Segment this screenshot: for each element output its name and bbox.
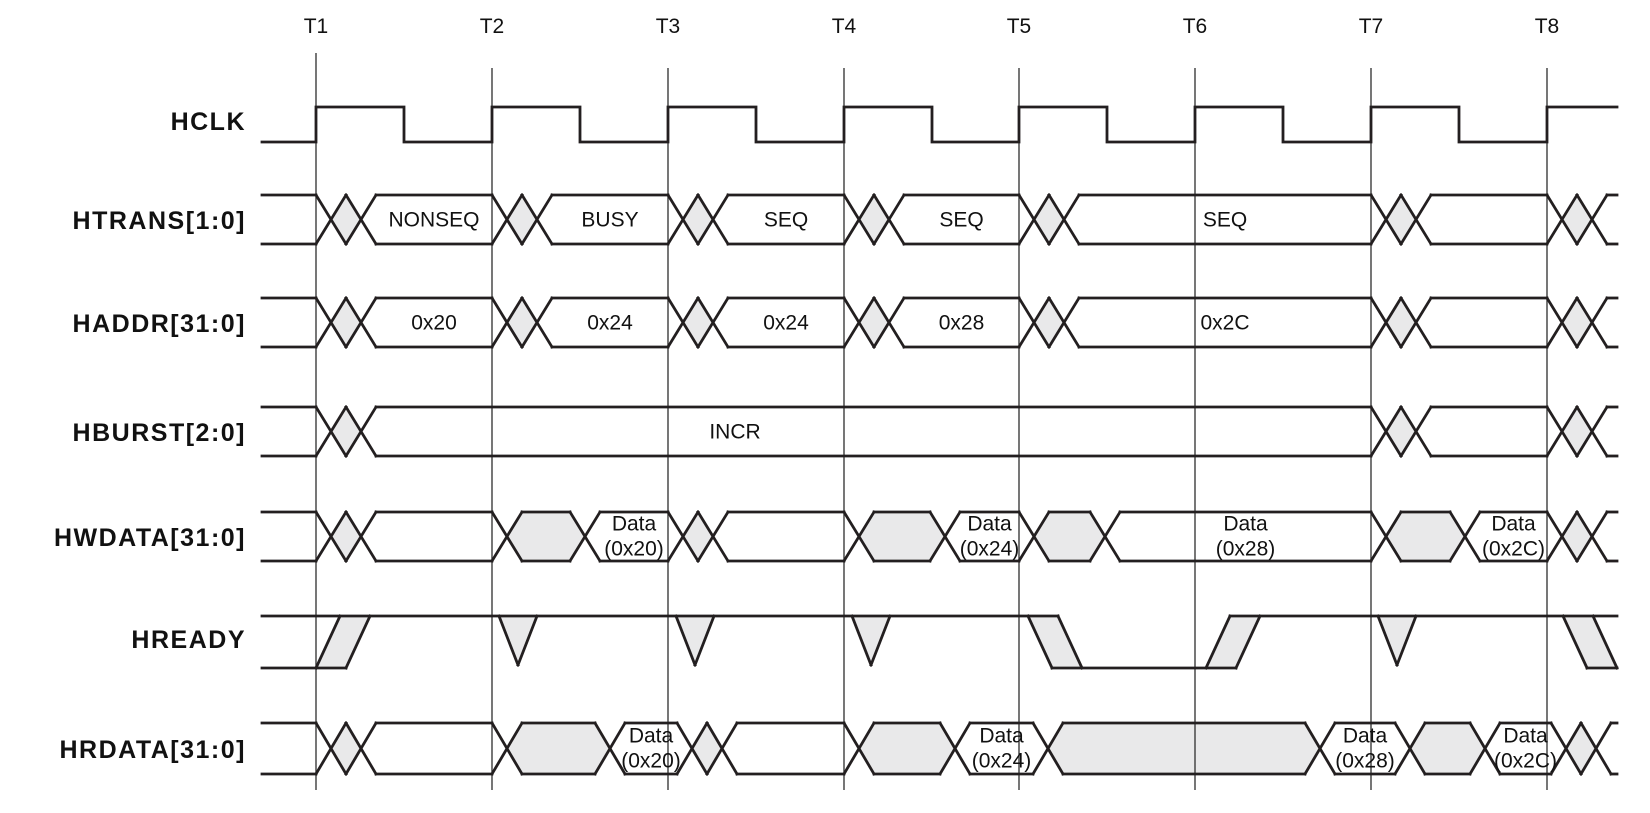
value-label: 0x2C	[1200, 312, 1249, 335]
hclk-wave	[260, 105, 1619, 144]
value-label: SEQ	[764, 209, 808, 232]
time-label-t7: T7	[1359, 15, 1384, 38]
signal-label-htrans: HTRANS[1:0]	[73, 207, 246, 235]
signal-label-hburst: HBURST[2:0]	[73, 419, 246, 447]
value-label: (0x24)	[960, 538, 1020, 561]
value-label: Data	[629, 725, 674, 748]
time-label-t5: T5	[1007, 15, 1032, 38]
value-label: BUSY	[581, 209, 638, 232]
value-label: (0x20)	[621, 750, 681, 773]
value-label: 0x28	[939, 312, 985, 335]
value-label: (0x20)	[604, 538, 664, 561]
signal-label-hwdata: HWDATA[31:0]	[54, 524, 246, 552]
value-label: Data	[979, 725, 1024, 748]
value-label: Data	[1491, 513, 1536, 536]
value-label: 0x20	[411, 312, 457, 335]
time-label-t6: T6	[1183, 15, 1208, 38]
time-label-t8: T8	[1535, 15, 1560, 38]
time-label-t1: T1	[304, 15, 329, 38]
value-label: 0x24	[763, 312, 809, 335]
value-label: (0x24)	[972, 750, 1032, 773]
value-label: (0x2C)	[1482, 538, 1545, 561]
value-label: Data	[967, 513, 1012, 536]
value-label: SEQ	[939, 209, 983, 232]
value-label: SEQ	[1203, 209, 1247, 232]
signal-label-hready: HREADY	[131, 626, 246, 654]
value-label: Data	[1223, 513, 1268, 536]
value-label: (0x2C)	[1494, 750, 1557, 773]
value-label: Data	[1343, 725, 1388, 748]
value-label: INCR	[709, 421, 760, 444]
time-label-t4: T4	[832, 15, 857, 38]
signal-label-hclk: HCLK	[171, 108, 246, 136]
signal-label-hrdata: HRDATA[31:0]	[59, 736, 246, 764]
value-label: Data	[612, 513, 657, 536]
signal-label-haddr: HADDR[31:0]	[73, 310, 246, 338]
value-label: (0x28)	[1335, 750, 1395, 773]
value-label: Data	[1503, 725, 1548, 748]
time-label-t2: T2	[480, 15, 505, 38]
value-label: 0x24	[587, 312, 633, 335]
time-label-t3: T3	[656, 15, 681, 38]
value-label: (0x28)	[1216, 538, 1276, 561]
time-gridlines	[315, 53, 1548, 790]
waveforms	[260, 105, 1619, 776]
value-label: NONSEQ	[388, 209, 479, 232]
